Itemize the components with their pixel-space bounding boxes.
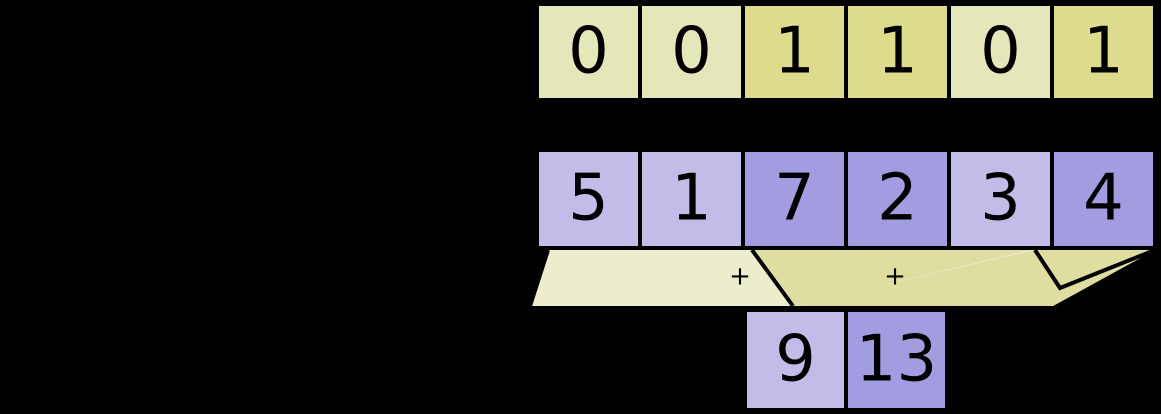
funnel-left-edge	[528, 249, 550, 307]
plus-left: +	[729, 262, 751, 292]
flags-row-cell[interactable]	[947, 2, 1054, 102]
values-row-cell-label: 3	[980, 162, 1021, 236]
values-row-cell[interactable]	[638, 148, 745, 250]
funnel-right-edge	[1033, 248, 1156, 291]
result-row-cell-label: 13	[856, 323, 937, 397]
result-row-cell-label: 9	[775, 323, 816, 397]
flags-row-cell[interactable]	[535, 2, 642, 102]
funnel-left	[530, 250, 793, 306]
funnel-right	[793, 250, 1155, 306]
funnel-layer	[528, 248, 1156, 308]
result-row: 9 13	[743, 308, 949, 412]
values-row-cell-label: 5	[568, 162, 609, 236]
values-row-cell-label: 4	[1083, 162, 1124, 236]
values-row-cell[interactable]	[844, 148, 951, 250]
values-row-cell[interactable]	[1050, 148, 1157, 250]
flags-row-cell-label: 0	[980, 15, 1021, 89]
flags-row-cell[interactable]	[638, 2, 745, 102]
values-row-cell-label: 1	[671, 162, 712, 236]
flags-row-cell-label: 0	[671, 15, 712, 89]
flags-row-cell-label: 1	[1083, 15, 1124, 89]
plus-right: +	[884, 262, 906, 292]
flags-row-cell-label: 1	[877, 15, 918, 89]
result-row-cell[interactable]	[743, 308, 848, 412]
result-row-cell[interactable]	[844, 308, 949, 412]
flags-row-cell[interactable]	[844, 2, 951, 102]
values-row-cell[interactable]	[535, 148, 642, 250]
flags-row-cell[interactable]	[1050, 2, 1157, 102]
values-row-cell[interactable]	[741, 148, 848, 250]
flags-row-cell-label: 1	[774, 15, 815, 89]
flags-row-cell-label: 0	[568, 15, 609, 89]
operator-layer: ++	[729, 262, 906, 292]
values-row-cell-label: 7	[774, 162, 815, 236]
values-row-cell-label: 2	[877, 162, 918, 236]
funnel-mid-dark-edge	[750, 248, 795, 308]
